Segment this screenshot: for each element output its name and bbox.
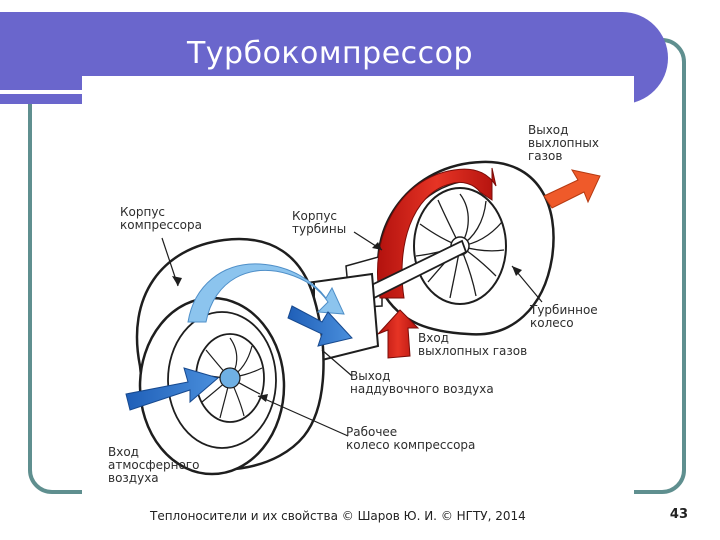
- boost-air-outlet-arrow: [287, 305, 353, 347]
- exhaust-outlet-arrow: [543, 169, 601, 209]
- slide-title: Турбокомпрессор: [186, 36, 474, 71]
- exhaust-swirl-arrow: [376, 167, 497, 299]
- label-compressor-wheel: Рабочее колесо компрессора: [346, 425, 476, 452]
- label-compressor-housing: Корпус компрессора: [120, 205, 202, 232]
- label-turbine-housing: Корпус турбины: [292, 209, 347, 236]
- title-underline: [0, 90, 120, 94]
- label-turbine-wheel: Турбинное колесо: [530, 303, 598, 330]
- page-number: 43: [669, 507, 688, 522]
- footer-text: Теплоносители и их свойства © Шаров Ю. И…: [150, 509, 526, 523]
- label-exhaust-inlet: Вход выхлопных газов: [418, 331, 528, 358]
- boost-air-swirl: [187, 263, 345, 323]
- leader-arrowheads: [172, 242, 522, 402]
- turbocharger-illustration: [125, 160, 601, 476]
- label-exhaust-outlet: Выход выхлопных газов: [528, 123, 599, 163]
- label-atmospheric-air-inlet: Вход атмосферного воздуха: [108, 445, 200, 485]
- turbocharger-diagram: Выход выхлопных газов Корпус компрессора…: [82, 76, 634, 496]
- exhaust-inlet-arrow: [377, 309, 420, 359]
- label-boost-air-outlet: Выход наддувочного воздуха: [350, 369, 494, 396]
- air-inlet-arrow: [125, 367, 220, 411]
